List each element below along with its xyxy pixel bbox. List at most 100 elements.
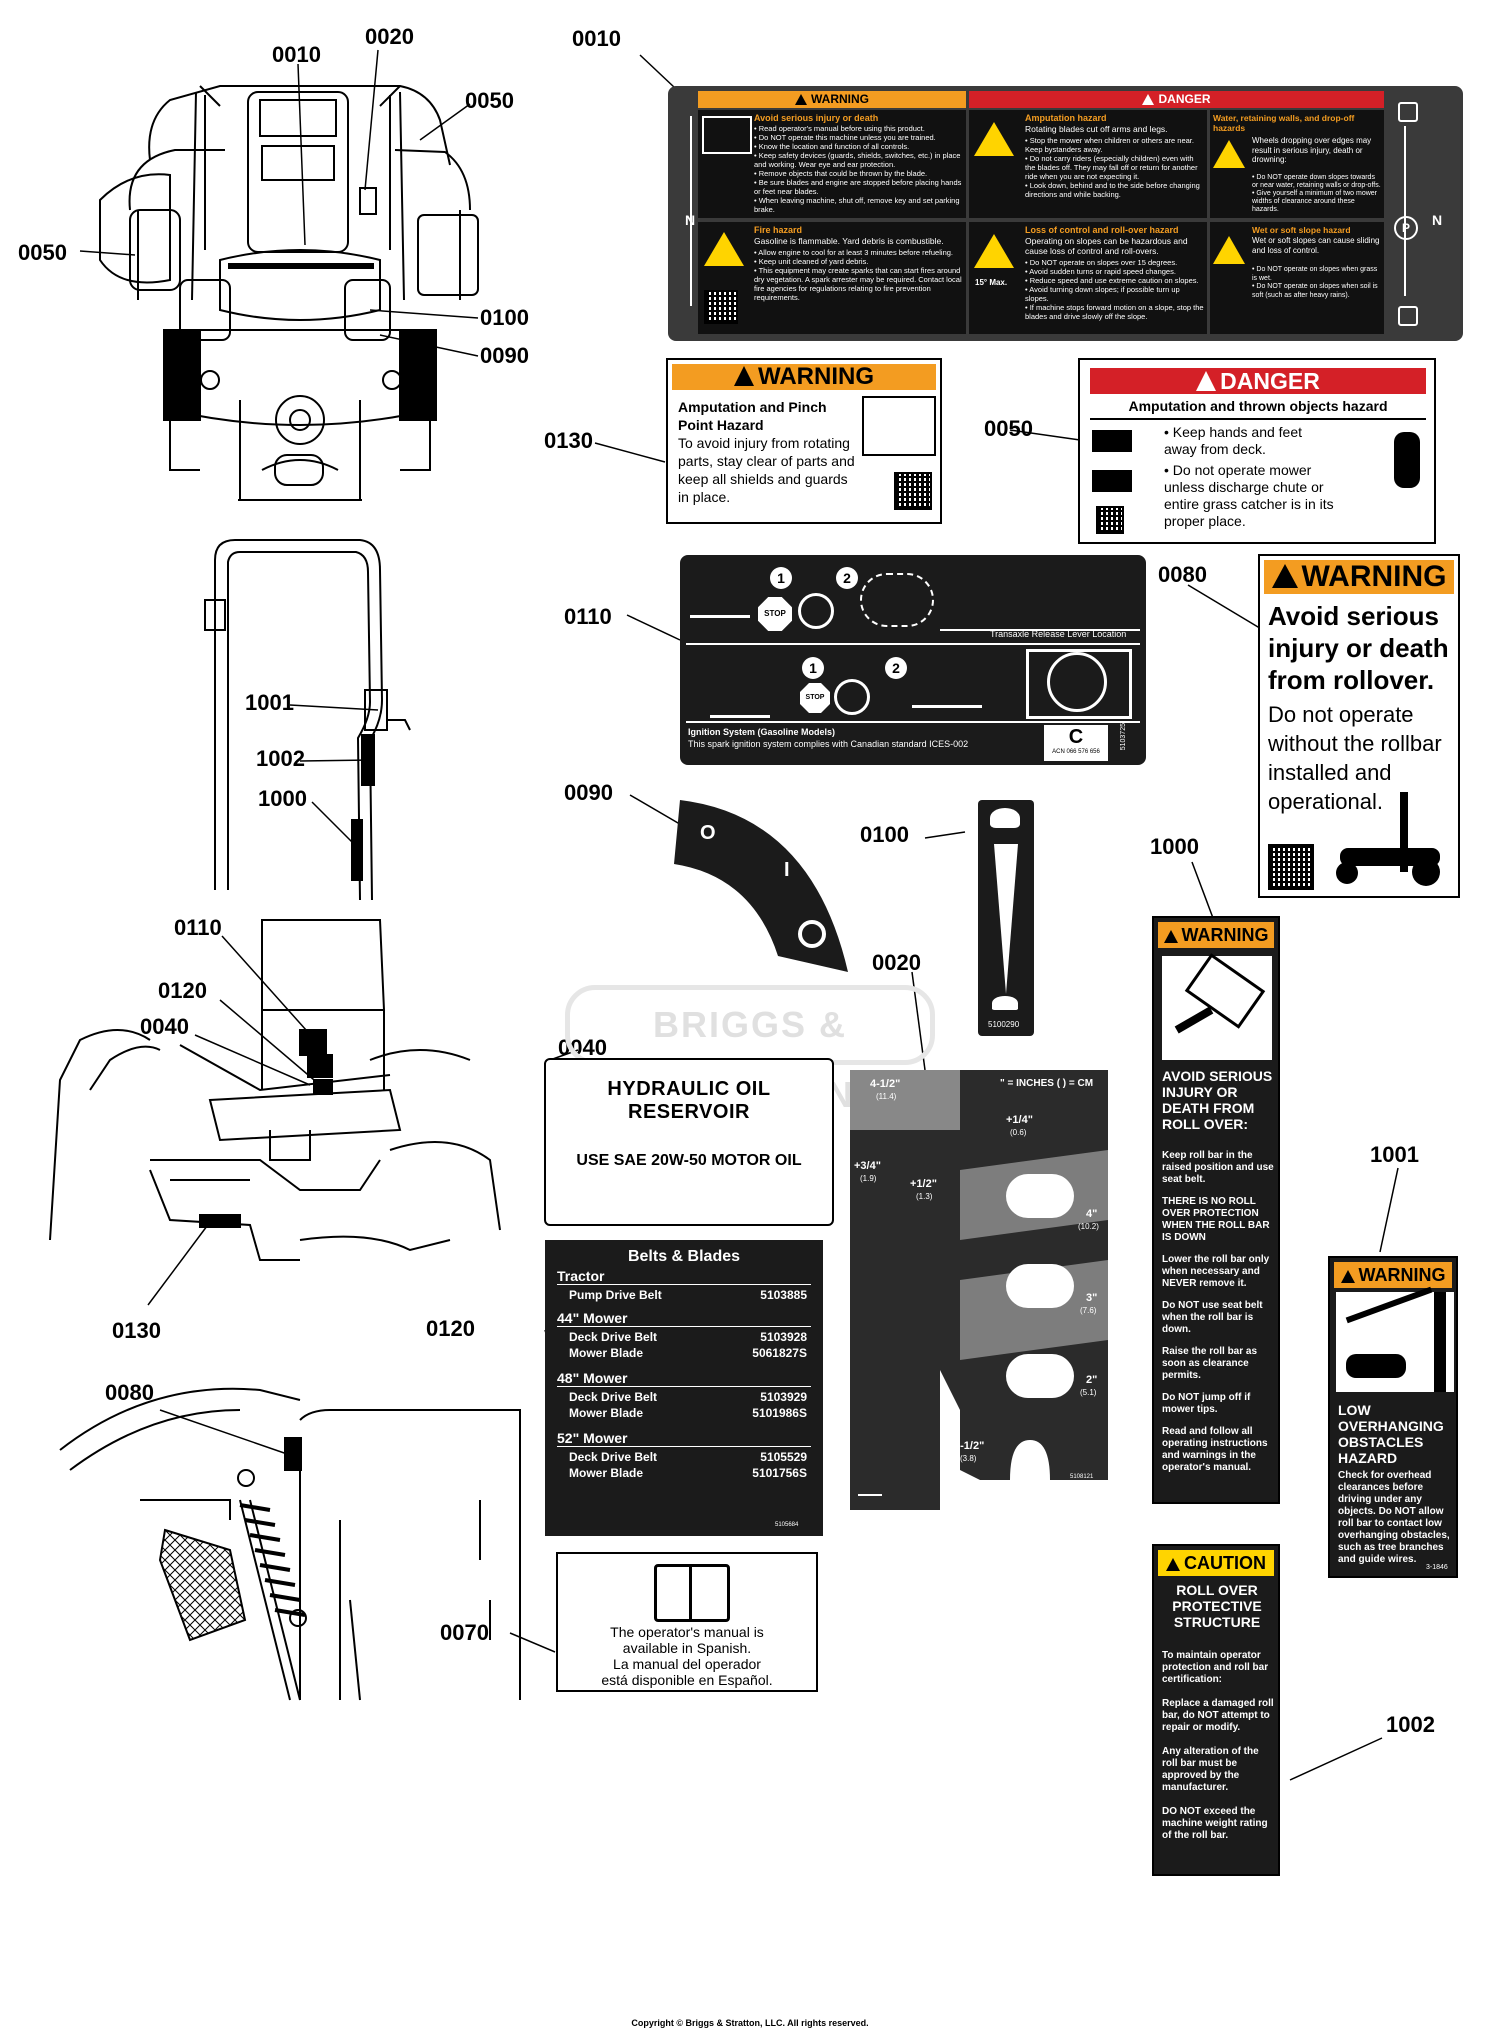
gauge-cm-1-9: (1.9) (860, 1174, 877, 1183)
gauge-label-plus-3-4: +3/4" (854, 1160, 881, 1172)
decal-0050-header: DANGER (1090, 368, 1426, 394)
ref-0100-decal: 0100 (860, 822, 909, 847)
amputation-warning-icon (974, 122, 1014, 156)
decal-0100-part-no: 5100290 (988, 1020, 1020, 1029)
decal-0050-bullet-1: • Keep hands and feet away from deck. (1164, 424, 1303, 457)
decal-1002-header: CAUTION (1158, 1550, 1274, 1576)
panel-1-line-5: • Remove objects that could be thrown by… (754, 169, 928, 178)
panel-2-lines: • Stop the mower when children or others… (1025, 136, 1205, 199)
decal-1001-part-no: 3-1846 (1426, 1564, 1448, 1571)
gauge-label-plus-1-4: +1/4" (1006, 1114, 1033, 1126)
panel-3-line-2: • Give yourself a minimum of two mower w… (1252, 190, 1377, 213)
ref-1001-decal: 1001 (1370, 1142, 1419, 1167)
decal-0130: WARNING Amputation and Pinch Point Hazar… (666, 358, 942, 524)
panel-5-line-3: • Reduce speed and use extreme caution o… (1025, 276, 1199, 285)
panel-3-line-1: • Do NOT operate down slopes towards or … (1252, 174, 1381, 189)
throttle-wedge (994, 844, 1018, 994)
stop-sign-icon-2: STOP (800, 683, 830, 713)
step-1-badge: 1 (770, 567, 792, 589)
ref-0110-decal: 0110 (564, 604, 612, 629)
decal-1000-header: WARNING (1158, 922, 1274, 948)
decal-0040-body: USE SAE 20W-50 MOTOR OIL (576, 1152, 802, 1169)
step-3-badge: 1 (802, 657, 824, 679)
warning-bar-text: WARNING (811, 92, 869, 106)
decal-0090: O I (674, 800, 848, 972)
decal-1000: WARNING AVOID SERIOUS INJURY OR DEATH FR… (1152, 916, 1280, 1504)
decal-1002-para-2: Replace a damaged roll bar, do NOT attem… (1162, 1698, 1274, 1733)
decal-1002-header-text: CAUTION (1184, 1553, 1266, 1573)
ref-0050: 0050 (465, 88, 514, 113)
decal-0100: 5100290 (978, 800, 1034, 1036)
ignition-title: Ignition System (Gasoline Models) (688, 727, 836, 737)
ref-0120-decal: 0120 (426, 1316, 475, 1341)
seated-operator-icon (710, 655, 770, 718)
decal-1000-paragraphs: Keep roll bar in the raised position and… (1162, 1150, 1276, 1484)
step-2-badge: 2 (836, 567, 858, 589)
panel-2-line-3: • Look down, behind and to the side befo… (1025, 181, 1200, 199)
panel-3-lines: • Do NOT operate down slopes towards or … (1252, 174, 1382, 214)
decal-1000-para-6: Do NOT jump off if mower tips. (1162, 1392, 1251, 1415)
panel-1-title: Avoid serious injury or death (754, 113, 879, 123)
ignition-arc-shape (674, 800, 848, 972)
panel-rollover: 15° Max. Loss of control and roll-over h… (969, 222, 1207, 334)
ref-1000: 1000 (258, 786, 307, 811)
decal-1000-para-2: THERE IS NO ROLL OVER PROTECTION WHEN TH… (1162, 1196, 1270, 1243)
on-position-label: I (784, 859, 790, 881)
panel-5-title: Loss of control and roll-over hazard (1025, 225, 1179, 235)
ref-0120: 0120 (158, 978, 207, 1003)
gauge-label-3: 3" (1086, 1292, 1098, 1304)
panel-1-line-2: • Do NOT operate this machine unless you… (754, 133, 936, 142)
spanish-manual-l3: La manual del operador (613, 1656, 761, 1672)
decal-0110-part-no: 5103725 (1120, 723, 1127, 751)
pinch-point-icon (862, 396, 936, 456)
water-warning-icon (1213, 140, 1245, 168)
decal-1001-title: LOW OVERHANGING OBSTACLES HAZARD (1338, 1402, 1444, 1466)
hand-foot-icon (1092, 430, 1162, 500)
belts-blades-title: Belts & Blades (627, 1248, 741, 1265)
panel-2-lead: Rotating blades cut off arms and legs. (1025, 124, 1168, 134)
decal-0130-header: WARNING (672, 364, 936, 390)
panel-water-hazard: Water, retaining walls, and drop-off haz… (1210, 110, 1384, 218)
decal-0040: HYDRAULIC OIL RESERVOIR USE SAE 20W-50 M… (544, 1058, 834, 1226)
acn-badge: C ACN 066 576 656 (1044, 725, 1108, 761)
ref-0130: 0130 (112, 1318, 161, 1343)
right-neutral-label: N (1432, 212, 1443, 228)
gauge-label-4-1-2: 4-1/2" (870, 1078, 901, 1090)
decal-1001-header: WARNING (1334, 1262, 1452, 1288)
panel-2-title: Amputation hazard (1025, 113, 1107, 123)
gauge-label-1-1-2: 1-1/2" (954, 1440, 985, 1452)
ref-1000-decal: 1000 (1150, 834, 1199, 859)
decal-0130-title: Amputation and Pinch Point Hazard (678, 399, 827, 433)
panel-4-line-3: • This equipment may create sparks that … (754, 266, 962, 302)
decal-0080-header-text: WARNING (1301, 560, 1447, 593)
panel-5-lines: • Do NOT operate on slopes over 15 degre… (1025, 258, 1205, 321)
off-position-label: O (700, 822, 716, 844)
ref-0130-decal: 0130 (544, 428, 593, 453)
gauge-cm-7-6: (7.6) (1080, 1306, 1097, 1315)
gauge-label-4: 4" (1086, 1208, 1098, 1220)
decal-1000-title: AVOID SERIOUS INJURY OR DEATH FROM ROLL … (1162, 1068, 1273, 1132)
decal-0050-title: Amputation and thrown objects hazard (1090, 398, 1426, 420)
gauge-cm-10-2: (10.2) (1078, 1222, 1099, 1231)
decal-1000-header-text: WARNING (1181, 925, 1269, 945)
decal-1001: WARNING LOW OVERHANGING OBSTACLES HAZARD… (1328, 1256, 1458, 1578)
panel-1-line-6: • Be sure blades and engine are stopped … (754, 178, 962, 196)
spanish-manual-l1: The operator's manual is (610, 1624, 764, 1640)
decal-1002: CAUTION ROLL OVER PROTECTIVE STRUCTURE T… (1152, 1544, 1280, 1876)
ref-0090-decal: 0090 (564, 780, 613, 805)
decal-0010-warning-bar: WARNING (698, 91, 966, 108)
panel-wet-slope: Wet or soft slope hazard Wet or soft slo… (1210, 222, 1384, 334)
decal-0070: The operator's manual is available in Sp… (556, 1552, 818, 1692)
qr-code (1268, 844, 1314, 890)
wet-slope-warning-icon (1213, 236, 1245, 264)
panel-6-lead: Wet or soft slopes can cause sliding and… (1252, 236, 1380, 255)
section-48-mower: 48" Mower (557, 1370, 811, 1387)
transaxle-caption: Transaxle Release Lever Location (990, 629, 1127, 639)
transaxle-lever-icon (940, 579, 1140, 631)
panel-fire-hazard: Fire hazard Gasoline is flammable. Yard … (698, 222, 966, 334)
section-44-mower: 44" Mower (557, 1310, 811, 1327)
watermark: BRIGGS & STRATTON (565, 985, 935, 1115)
